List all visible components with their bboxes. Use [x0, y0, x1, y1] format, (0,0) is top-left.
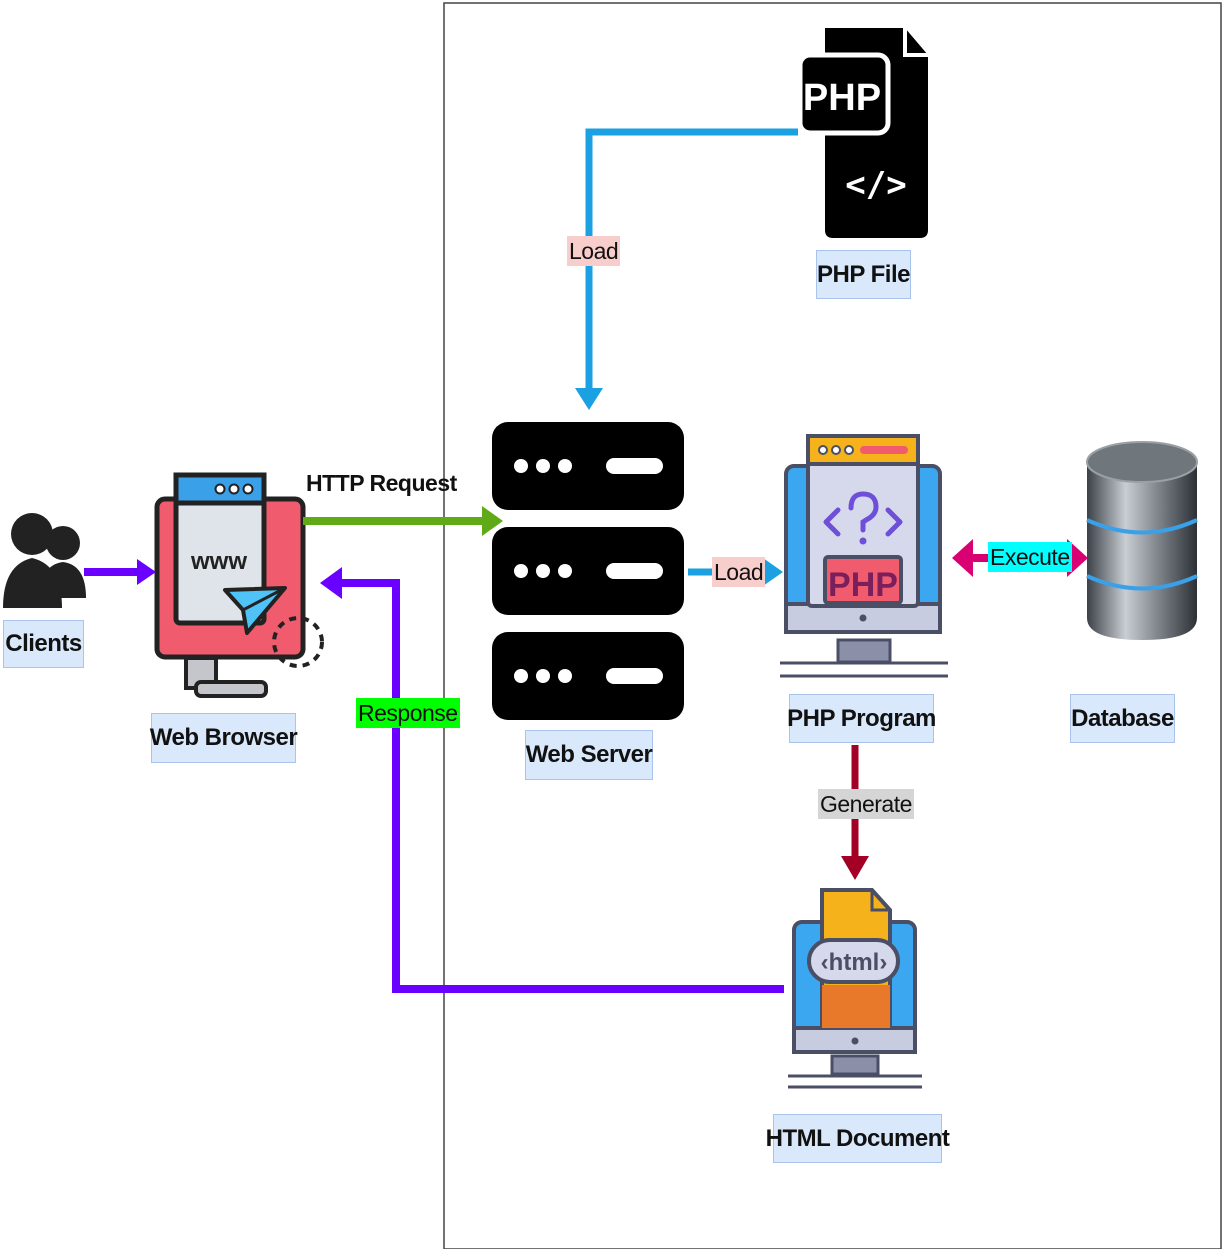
- execute-label: Execute: [988, 542, 1072, 572]
- html-tag-text: ‹html›: [821, 949, 888, 976]
- client-arrowhead: [137, 559, 156, 585]
- php-program-label: PHP Program: [787, 694, 936, 743]
- web-browser-label: Web Browser: [150, 713, 298, 763]
- database-label: Database: [1070, 694, 1175, 743]
- html-document-label: HTML Document: [766, 1114, 950, 1163]
- web-browser-icon: [154, 472, 324, 698]
- php-file-icon: [797, 28, 928, 238]
- response-label: Response: [356, 698, 460, 728]
- web-server-icon: [492, 422, 684, 720]
- response-arrowhead: [320, 567, 342, 599]
- web-server-label: Web Server: [525, 730, 653, 780]
- execute-arrowhead-left: [952, 539, 973, 577]
- html-document-icon: [788, 888, 922, 1089]
- browser-www-text: www: [190, 548, 247, 575]
- php-file-code-text: </>: [845, 165, 906, 205]
- server-boundary: [443, 2, 1222, 1249]
- database-icon: [1086, 441, 1198, 640]
- load-program-arrowhead: [763, 558, 783, 586]
- http-request-label: HTTP Request: [306, 470, 457, 496]
- users-icon: [3, 513, 86, 608]
- php-file-label: PHP File: [816, 250, 911, 299]
- generate-arrowhead: [841, 856, 869, 880]
- load-program-label: Load: [712, 557, 766, 587]
- execute-arrowhead-right: [1067, 539, 1088, 577]
- clients-label: Clients: [3, 620, 84, 668]
- http-request-arrowhead: [482, 506, 503, 536]
- response-arrow: [340, 579, 784, 993]
- generate-label: Generate: [818, 789, 914, 819]
- load-file-arrow: [585, 128, 798, 394]
- php-file-badge-text: PHP: [803, 77, 881, 119]
- load-file-label: Load: [567, 236, 621, 266]
- php-program-badge-text: PHP: [828, 566, 898, 604]
- php-program-icon: [780, 434, 948, 678]
- load-file-arrowhead: [575, 388, 603, 410]
